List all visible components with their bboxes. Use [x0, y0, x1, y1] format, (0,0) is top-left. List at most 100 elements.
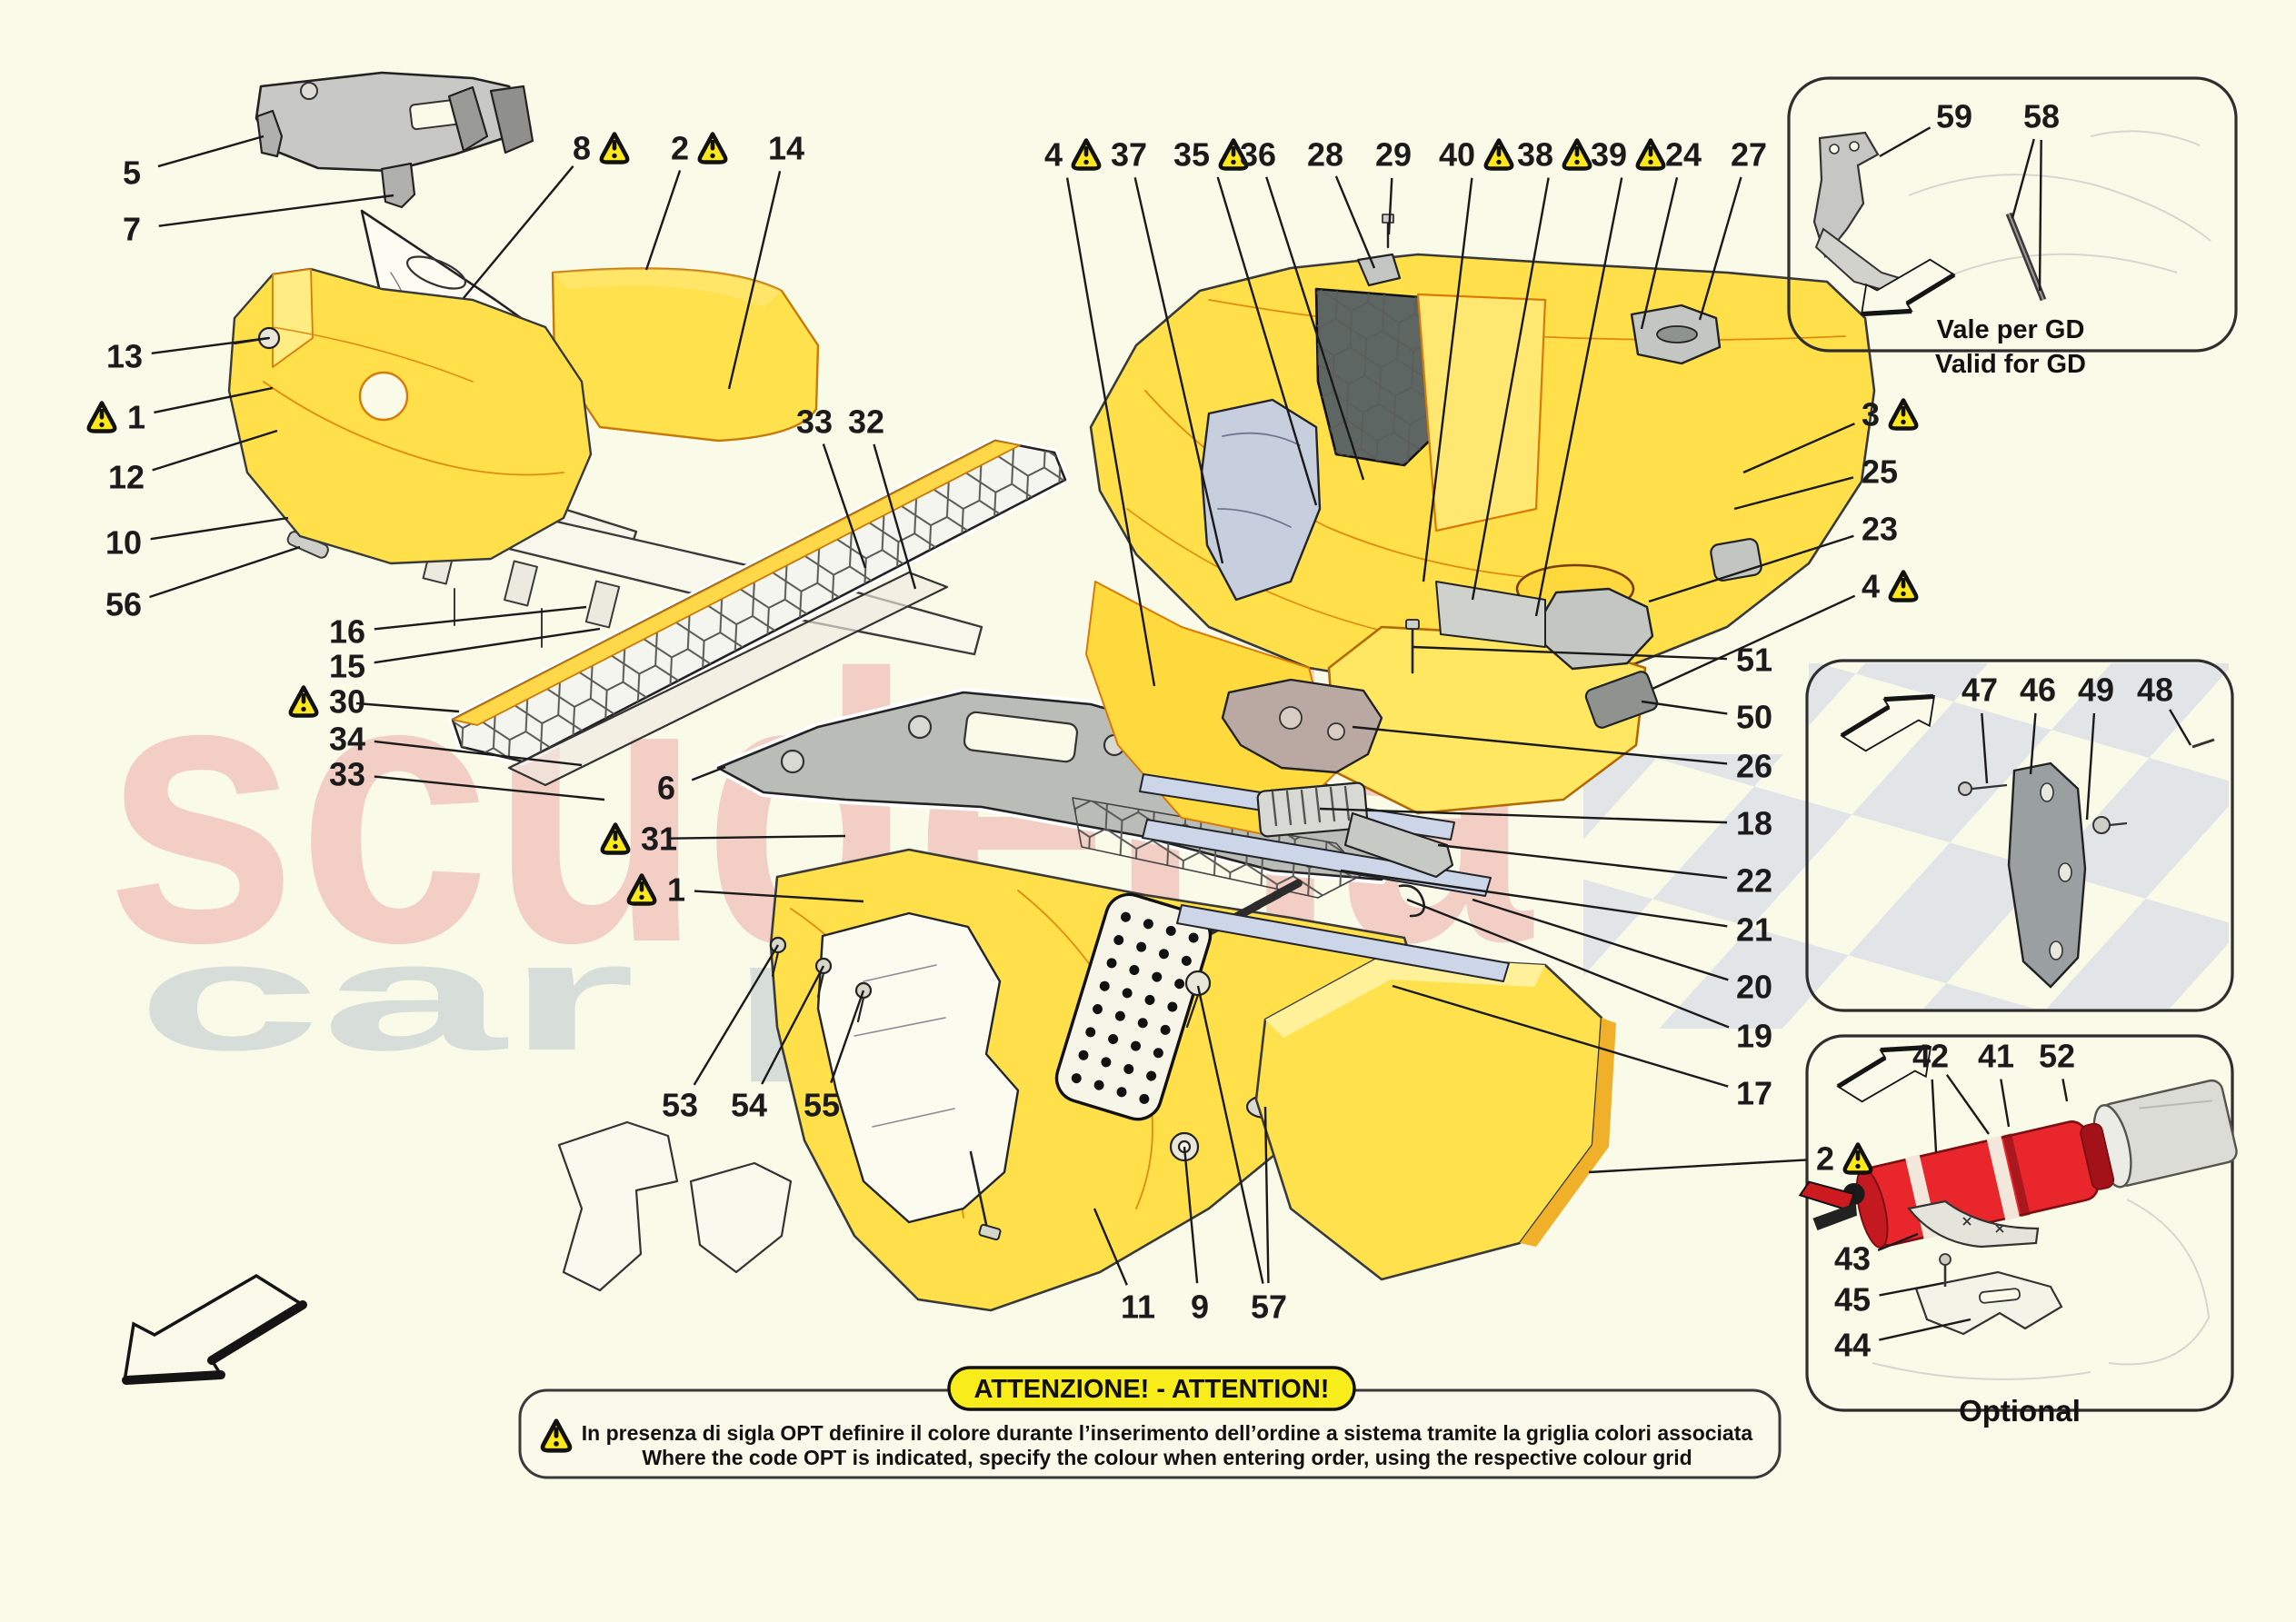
- checkered-flag-pattern: [1583, 663, 2229, 1029]
- part-rail-21: [1142, 819, 1492, 897]
- leader-line-39: [1534, 177, 1623, 617]
- warning-triangle-icon: [1562, 138, 1592, 171]
- leader-line-34: [374, 740, 583, 767]
- part-base-44: [1914, 1270, 2063, 1336]
- part-hook-19: [1398, 884, 1425, 918]
- callout-number-1: 1: [127, 399, 145, 436]
- callout-2: 2: [1588, 1140, 1873, 1178]
- leader-line-47: [1981, 712, 1989, 784]
- callout-number-33: 33: [796, 403, 833, 441]
- callout-number-17: 17: [1736, 1075, 1772, 1112]
- leader-line-23: [1648, 534, 1854, 603]
- leader-line-35: [1216, 176, 1318, 506]
- attention-title-pill: [947, 1366, 1356, 1411]
- callout-number-38: 38: [1517, 136, 1553, 174]
- callout-14: 14: [727, 130, 804, 390]
- callout-47: 47: [1962, 672, 1998, 784]
- gd-box: Vale per GD Valid for GD: [1787, 76, 2238, 379]
- leader-line-14: [727, 171, 782, 390]
- callout-number-51: 51: [1736, 642, 1772, 679]
- leader-line-13: [151, 336, 270, 354]
- callout-number-11: 11: [1121, 1289, 1155, 1326]
- leader-line-45: [1879, 1281, 1944, 1297]
- callout-21: 21: [1340, 869, 1772, 949]
- leader-line-11: [1093, 1208, 1128, 1286]
- callout-number-31: 31: [641, 821, 677, 858]
- callout-9: 9: [1183, 1146, 1209, 1326]
- leader-line-58: [2038, 139, 2042, 292]
- warning-icon: [540, 1418, 573, 1453]
- warning-triangle-icon: [626, 873, 657, 906]
- callout-number-43: 43: [1834, 1240, 1871, 1278]
- leader-line-25: [1733, 476, 1854, 511]
- callout-number-47: 47: [1962, 672, 1998, 709]
- leader-line-52: [2061, 1079, 2069, 1102]
- part-strap-43: [1907, 1199, 2040, 1249]
- callout-number-24: 24: [1665, 136, 1702, 174]
- part-carpet-left-1-13: [227, 267, 593, 565]
- callout-27: 27: [1698, 136, 1767, 321]
- callout-50: 50: [1641, 699, 1772, 736]
- leader-line-42: [1931, 1079, 1938, 1153]
- callout-52: 52: [2039, 1038, 2075, 1102]
- leader-line-7: [158, 194, 394, 227]
- leader-line-24: [1640, 177, 1679, 330]
- part-bracket-26: [1221, 678, 1383, 774]
- part-pin-48: [2191, 738, 2215, 749]
- leader-line-50: [1641, 700, 1728, 715]
- leader-line-36: [1265, 176, 1365, 481]
- callout-5: 5: [123, 134, 265, 192]
- part-carpet-main: [1085, 214, 1876, 837]
- callout-2: 2: [644, 130, 728, 271]
- leader-line-32: [873, 443, 917, 590]
- attention-line-it: In presenza di sigla OPT definire il col…: [582, 1421, 1753, 1445]
- callout-number-21: 21: [1736, 911, 1772, 949]
- callout-number-33: 33: [329, 756, 365, 793]
- callout-44: 44: [1834, 1318, 1972, 1364]
- leader-line-20: [1472, 898, 1729, 981]
- leader-line-41: [2000, 1079, 2011, 1128]
- warning-triangle-icon: [288, 685, 319, 718]
- callout-number-23: 23: [1862, 511, 1898, 548]
- callout-number-56: 56: [105, 586, 142, 623]
- optional-caption: Optional: [1959, 1394, 2081, 1428]
- callout-43: 43: [1834, 1232, 1919, 1278]
- callout-number-55: 55: [804, 1087, 840, 1124]
- leader-line-17: [1392, 984, 1729, 1088]
- leader-line-43: [1877, 1232, 1919, 1251]
- callout-36: 36: [1240, 136, 1365, 481]
- callout-number-4: 4: [1044, 136, 1063, 174]
- leader-line-48: [2169, 709, 2192, 746]
- callout-25: 25: [1733, 453, 1898, 511]
- callout-30: 30: [288, 683, 460, 721]
- part-plate-50: [1584, 671, 1659, 729]
- callout-number-52: 52: [2039, 1038, 2075, 1075]
- part-bracket-28: [1356, 253, 1402, 287]
- callout-31: 31: [600, 821, 846, 858]
- callout-number-13: 13: [106, 338, 143, 375]
- part-panel-5-7: [255, 71, 534, 209]
- callout-19: 19: [1406, 898, 1772, 1055]
- leader-line-12: [152, 429, 278, 472]
- leader-line-30: [355, 702, 460, 713]
- callout-53: 53: [662, 944, 780, 1124]
- leader-line-38: [1471, 177, 1550, 601]
- leader-line-19: [1406, 898, 1730, 1029]
- leader-line-37: [1133, 177, 1224, 564]
- part-rod-58: [2005, 212, 2047, 302]
- callout-number-50: 50: [1736, 699, 1772, 736]
- callout-18: 18: [1319, 805, 1772, 842]
- leader-line-54: [761, 965, 825, 1085]
- callout-46: 46: [2020, 672, 2056, 775]
- callout-45: 45: [1834, 1281, 1944, 1318]
- part-screw-47: [1958, 781, 2008, 796]
- callout-number-41: 41: [1978, 1038, 2014, 1075]
- warning-triangle-icon: [1218, 138, 1249, 171]
- callout-number-3: 3: [1862, 396, 1880, 433]
- warning-triangle-icon: [540, 1418, 573, 1453]
- callout-number-29: 29: [1375, 136, 1412, 174]
- leader-line-3: [1742, 423, 1855, 474]
- callout-number-22: 22: [1736, 862, 1772, 900]
- callout-3: 3: [1742, 396, 1919, 474]
- warning-triangle-icon: [1842, 1142, 1873, 1175]
